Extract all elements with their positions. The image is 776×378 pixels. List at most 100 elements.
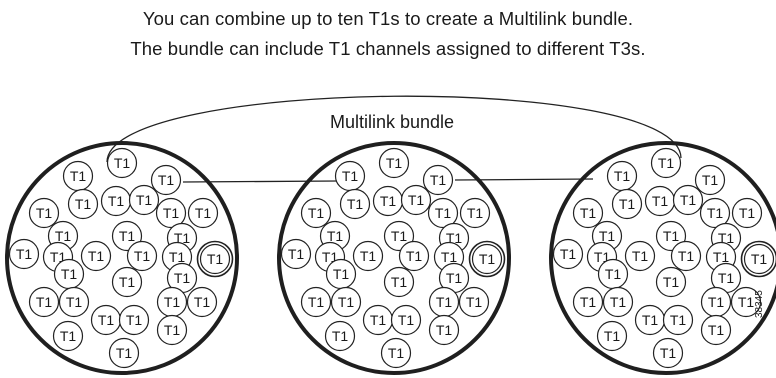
- t1-channel-label: T1: [391, 274, 408, 290]
- t1-channel-ring: [324, 320, 356, 352]
- t1-channel: T1: [398, 240, 430, 272]
- t1-channel-label: T1: [360, 248, 377, 264]
- t1-channel-label: T1: [391, 228, 408, 244]
- t1-channel: T1: [731, 197, 763, 229]
- t1-channel-label: T1: [663, 274, 680, 290]
- t1-channel-label: T1: [708, 322, 725, 338]
- t3-circle: [549, 141, 776, 375]
- t1-channel: T1: [372, 185, 404, 217]
- t1-channel-ring: [118, 304, 150, 336]
- t1-channel: T1: [672, 184, 704, 216]
- t1-channel: T1: [108, 337, 140, 369]
- t1-channel-ring: [572, 197, 604, 229]
- t1-channel: T1: [634, 304, 666, 336]
- t1-channel-ring: [378, 147, 410, 179]
- t1-channel-label: T1: [195, 205, 212, 221]
- t1-channel-ring: [383, 266, 415, 298]
- t1-channel-label: T1: [604, 328, 621, 344]
- t1-channel: T1: [118, 304, 150, 336]
- t1-channel-label: T1: [126, 312, 143, 328]
- t1-channel: T1: [662, 304, 694, 336]
- t1-channel-label: T1: [207, 251, 224, 267]
- t1-channel-label: T1: [658, 155, 675, 171]
- t1-channel-label: T1: [114, 155, 131, 171]
- t1-channel-ring: [126, 240, 158, 272]
- t1-channel-label: T1: [614, 168, 631, 184]
- t1-channel-label: T1: [738, 294, 755, 310]
- t1-channel-ring: [108, 337, 140, 369]
- t1-channel-label: T1: [16, 246, 33, 262]
- t1-channel-label: T1: [751, 251, 768, 267]
- t1-channel-label: T1: [441, 249, 458, 265]
- t1-channel: T1: [300, 197, 332, 229]
- t1-channel: T1: [334, 160, 366, 192]
- t1-channel-ring: [8, 238, 40, 270]
- t1-channel-label: T1: [163, 205, 180, 221]
- t1-channel: T1: [740, 240, 776, 278]
- caption-line-1: You can combine up to ten T1s to create …: [142, 8, 634, 29]
- t1-channel-label: T1: [718, 270, 735, 286]
- t1-channel-ring: [699, 197, 731, 229]
- t1-channel: T1: [156, 314, 188, 346]
- t1-channel: T1: [400, 184, 432, 216]
- t1-channel: T1: [422, 164, 454, 196]
- t1-channel-ring: [428, 314, 460, 346]
- t1-channel-label: T1: [713, 249, 730, 265]
- t1-channel: T1: [187, 197, 219, 229]
- caption-line-2: The bundle can include T1 channels assig…: [130, 38, 646, 59]
- t1-channel-ring: [672, 184, 704, 216]
- t1-channel-ring: [80, 240, 112, 272]
- t1-channel-label: T1: [134, 248, 151, 264]
- t1-channel-label: T1: [98, 312, 115, 328]
- t1-highlight-ring: [196, 240, 234, 278]
- t1-channel-ring: [624, 240, 656, 272]
- t1-channel-ring: [422, 164, 454, 196]
- t1-channel: T1: [330, 286, 362, 318]
- t1-channel-label: T1: [436, 294, 453, 310]
- t1-channel-label: T1: [75, 196, 92, 212]
- t1-channel-label: T1: [678, 248, 695, 264]
- t1-channel-ring: [330, 286, 362, 318]
- t1-channel: T1: [352, 240, 384, 272]
- t1-channel-ring: [106, 147, 138, 179]
- t1-channel: T1: [459, 197, 491, 229]
- t1-channel-ring: [662, 304, 694, 336]
- t1-channel-label: T1: [605, 266, 622, 282]
- t1-channel-label: T1: [560, 246, 577, 262]
- t1-channel-label: T1: [116, 345, 133, 361]
- t1-channel-label: T1: [435, 205, 452, 221]
- t1-channel-label: T1: [194, 294, 211, 310]
- t1-channel: T1: [650, 147, 682, 179]
- t1-channel: T1: [670, 240, 702, 272]
- t1-channel-label: T1: [406, 248, 423, 264]
- t1-channel-ring: [602, 286, 634, 318]
- t1-channel-label: T1: [61, 266, 78, 282]
- t1-channel-label: T1: [386, 155, 403, 171]
- t1-channel-label: T1: [739, 205, 756, 221]
- t1-channel: T1: [700, 314, 732, 346]
- t1-channel-label: T1: [70, 168, 87, 184]
- t1-channel: T1: [324, 320, 356, 352]
- t1-channel: T1: [552, 238, 584, 270]
- t1-channel-ring: [552, 238, 584, 270]
- t1-channel: T1: [611, 188, 643, 220]
- t1-channel: T1: [427, 197, 459, 229]
- t1-channel: T1: [624, 240, 656, 272]
- t1-channel-ring: [471, 243, 503, 275]
- multilink-bundle-label: Multilink bundle: [330, 112, 454, 132]
- t1-channel-label: T1: [342, 168, 359, 184]
- t1-highlight-ring: [468, 240, 506, 278]
- t1-channel-ring: [652, 337, 684, 369]
- t1-channel-label: T1: [338, 294, 355, 310]
- t1-channel: T1: [428, 286, 460, 318]
- t1-channel: T1: [62, 160, 94, 192]
- t1-channel: T1: [150, 164, 182, 196]
- t1-channel-label: T1: [660, 345, 677, 361]
- t1-channel-ring: [28, 197, 60, 229]
- t1-channel: T1: [378, 147, 410, 179]
- t1-channel: T1: [606, 160, 638, 192]
